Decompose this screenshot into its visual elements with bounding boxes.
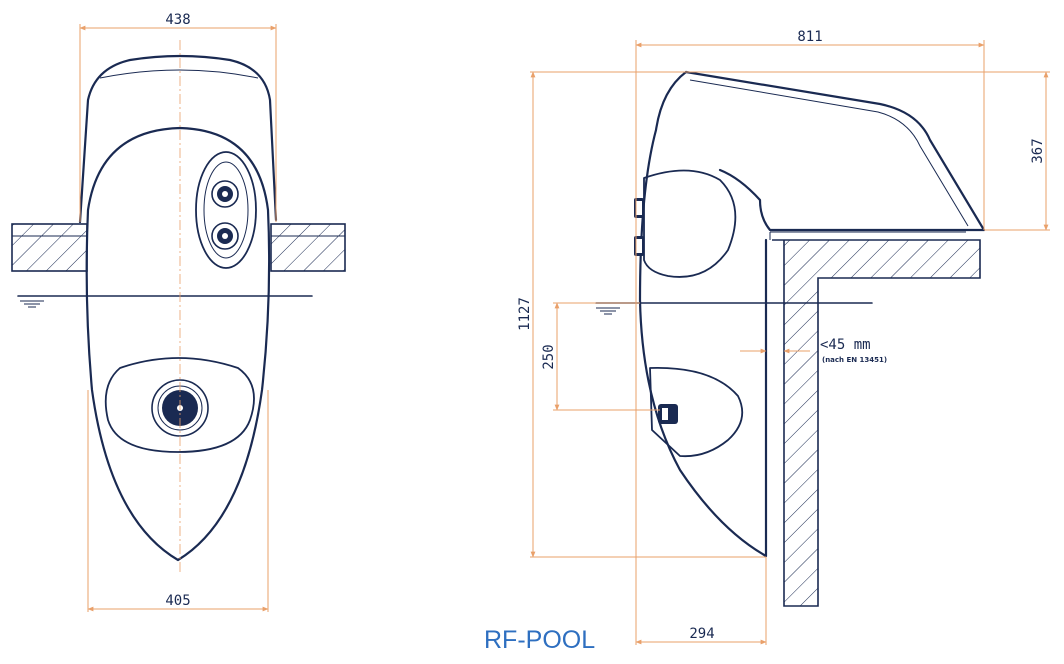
dim-top-width-label: 438 — [165, 12, 190, 28]
dim-wall-gap-label: <45 mm — [820, 337, 871, 353]
wall-section-left — [11, 223, 88, 272]
lower-recess — [649, 367, 744, 458]
side-lid-inner-rim — [689, 79, 969, 227]
dim-bottom-depth-label: 294 — [689, 626, 714, 642]
dim-wall-gap-note: (nach EN 13451) — [822, 356, 887, 364]
air-button-icon — [211, 180, 239, 208]
side-nozzle-icon — [658, 404, 678, 424]
brand-label: RF-POOL — [484, 626, 596, 654]
front-body-outline — [85, 126, 271, 562]
side-body-outline — [638, 70, 768, 558]
pool-wall-section — [772, 239, 981, 607]
dim-total-height-label: 1127 — [517, 297, 533, 331]
side-water-level-symbol — [596, 307, 620, 315]
dim-inlet-depth-label: 250 — [541, 344, 557, 369]
wall-section-right — [270, 223, 346, 272]
control-panel — [195, 151, 257, 269]
jet-button-icon — [211, 222, 239, 250]
front-lid-rim — [99, 69, 259, 79]
side-view: 811 367 1127 250 <45 mm (nach EN 13451) … — [517, 29, 1050, 645]
front-view: 438 405 — [11, 12, 346, 612]
upper-recess — [643, 169, 737, 278]
water-level-symbol — [20, 300, 44, 308]
side-lid-outline — [684, 70, 986, 232]
front-lid-outline — [78, 54, 278, 224]
dim-total-width-label: 811 — [797, 29, 822, 45]
dim-lid-height-label: 367 — [1030, 138, 1046, 163]
dim-bottom-width-label: 405 — [165, 593, 190, 609]
